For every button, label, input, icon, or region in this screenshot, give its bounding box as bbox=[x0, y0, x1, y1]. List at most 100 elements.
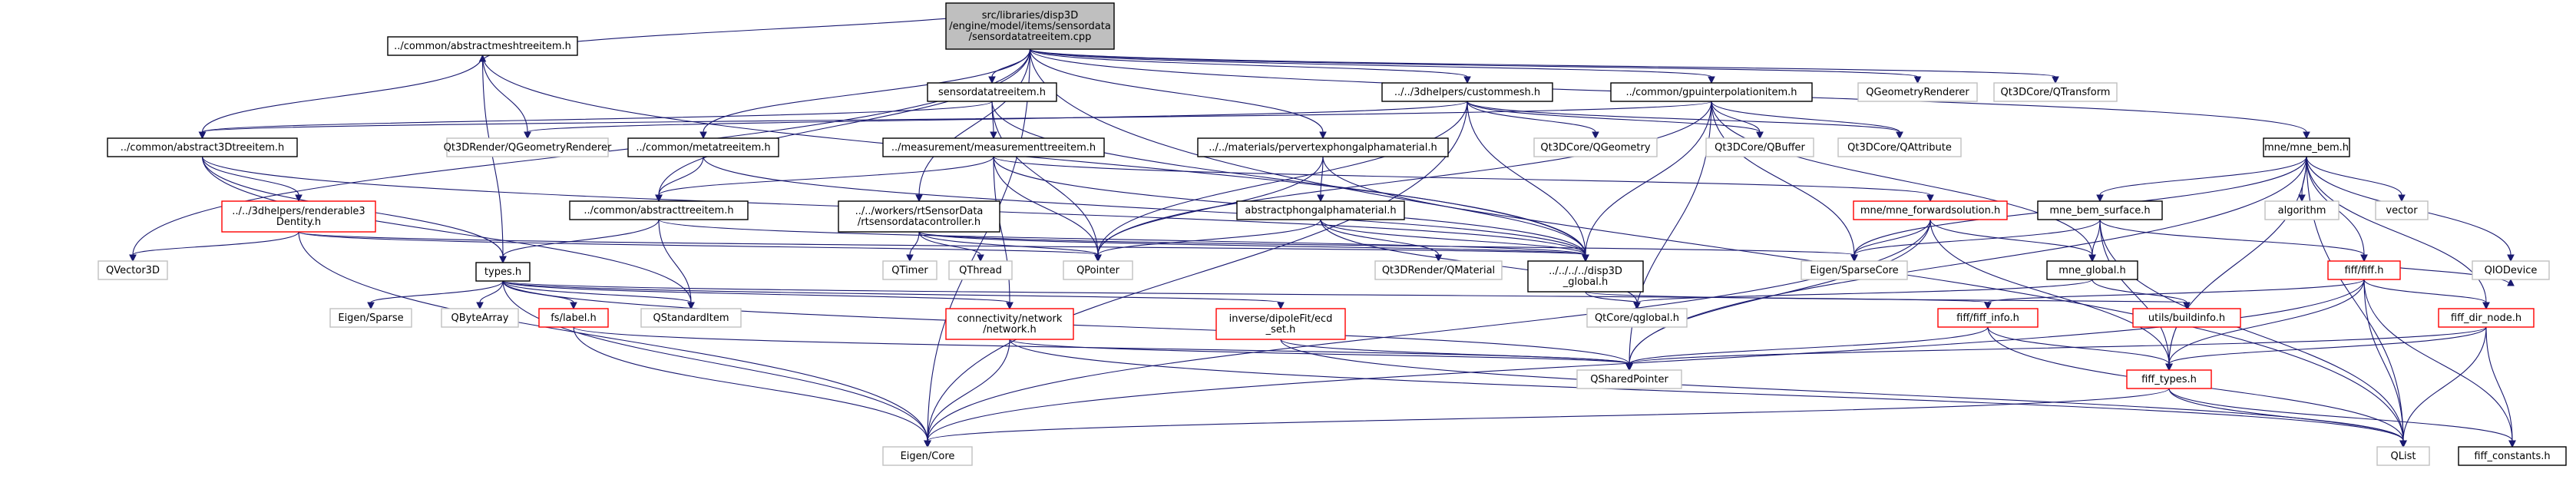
node-box bbox=[882, 137, 1105, 157]
edge-abs3d-to-qstandarditem bbox=[201, 156, 695, 310]
edge-arrowhead bbox=[924, 440, 931, 448]
node-measurement[interactable]: ../measurement/measurementtreeitem.h bbox=[882, 137, 1105, 157]
node-box bbox=[838, 200, 1000, 233]
node-fiffinfo[interactable]: fiff/fiff_info.h bbox=[1937, 308, 2039, 328]
edge-line bbox=[1629, 156, 2307, 365]
node-label: Qt3DRender/QGeometryRenderer bbox=[444, 142, 612, 154]
edge-renderable3-to-qvector3d bbox=[129, 231, 299, 263]
node-label: fiff_constants.h bbox=[2474, 451, 2550, 462]
edge-fifftypes-to-fiffconstants bbox=[2168, 388, 2516, 448]
edge-line bbox=[2363, 279, 2513, 441]
node-fifftypes[interactable]: fiff_types.h bbox=[2126, 369, 2212, 389]
node-label: ../../../../disp3D bbox=[1549, 266, 1622, 277]
node-pervertex[interactable]: ../../materials/pervertexphongalphamater… bbox=[1197, 137, 1449, 157]
node-mneglobal[interactable]: mne_global.h bbox=[2046, 260, 2138, 280]
edge-types-to-fiffinfo bbox=[502, 280, 1992, 310]
node-sensordata[interactable]: sensordatatreeitem.h bbox=[927, 82, 1057, 102]
node-box bbox=[2264, 200, 2340, 220]
edge-line bbox=[991, 101, 1586, 256]
node-types[interactable]: types.h bbox=[475, 262, 531, 282]
node-dipolefit[interactable]: inverse/dipoleFit/ecd_set.h bbox=[1215, 308, 1346, 340]
node-box bbox=[1063, 260, 1133, 280]
node-label: ../../materials/pervertexphongalphamater… bbox=[1209, 142, 1437, 154]
edge-fiffdirnode-to-fifftypes bbox=[2165, 326, 2487, 372]
node-disp3dglobal[interactable]: ../../../../disp3D_global.h bbox=[1527, 260, 1644, 293]
edge-arrowhead bbox=[906, 254, 914, 263]
edge-line bbox=[502, 280, 1010, 303]
node-mnebem[interactable]: mne/mne_bem.h bbox=[2263, 137, 2350, 157]
node-fiffdirnode[interactable]: fiff_dir_node.h bbox=[2438, 308, 2535, 328]
node-root[interactable]: src/libraries/disp3D/engine/model/items/… bbox=[945, 2, 1115, 50]
edge-bemsurface-to-fiff bbox=[2099, 219, 2368, 263]
node-buildinfo[interactable]: utils/buildinfo.h bbox=[2132, 308, 2241, 328]
edge-arrowhead bbox=[2303, 131, 2310, 140]
node-label: _set.h bbox=[1265, 324, 1296, 336]
node-gpuinterp[interactable]: ../common/gpuinterpolationitem.h bbox=[1610, 82, 1813, 102]
edge-arrowhead bbox=[1006, 302, 1014, 310]
edge-arrowhead bbox=[2507, 254, 2515, 263]
edge-line bbox=[1467, 101, 1596, 133]
node-label: fiff_types.h bbox=[2141, 374, 2197, 385]
edge-mnebem-to-vector bbox=[2306, 156, 2406, 203]
node-label: utils/buildinfo.h bbox=[2148, 312, 2225, 324]
node-box bbox=[2132, 308, 2241, 328]
edge-line bbox=[927, 48, 1031, 441]
node-label: vector bbox=[2386, 205, 2418, 217]
edge-dipolefit-to-qlist bbox=[1280, 339, 2407, 448]
edge-line bbox=[918, 231, 981, 256]
edge-line bbox=[1711, 101, 1761, 133]
node-custommesh[interactable]: ../../3dhelpers/custommesh.h bbox=[1381, 82, 1553, 102]
node-fwdsol[interactable]: mne/mne_forwardsolution.h bbox=[1853, 200, 2008, 220]
edge-root-to-custommesh bbox=[1029, 48, 1471, 84]
edge-line bbox=[993, 156, 1931, 196]
node-label: QByteArray bbox=[451, 312, 509, 324]
edge-line bbox=[2168, 388, 2404, 441]
node-box bbox=[441, 308, 519, 328]
node-box bbox=[2126, 369, 2212, 389]
edge-arrowhead bbox=[1463, 76, 1471, 84]
node-qgeomrenderer: QGeometryRenderer bbox=[1857, 82, 1978, 102]
node-fiff[interactable]: fiff/fiff.h bbox=[2327, 260, 2401, 280]
node-connectivity[interactable]: connectivity/network/network.h bbox=[945, 308, 1074, 340]
node-box bbox=[2327, 260, 2401, 280]
node-abstracttree[interactable]: ../common/abstracttreeitem.h bbox=[569, 200, 749, 220]
edge-arrowhead bbox=[915, 194, 923, 203]
edge-arrowhead bbox=[1913, 76, 1922, 84]
edge-line bbox=[1097, 219, 1321, 256]
node-fslabel[interactable]: fs/label.h bbox=[538, 308, 609, 328]
node-label: Dentity.h bbox=[276, 217, 321, 228]
edge-arrowhead bbox=[2183, 302, 2191, 310]
node-abstractphong[interactable]: abstractphongalphamaterial.h bbox=[1236, 200, 1405, 220]
node-label: /engine/model/items/sensordata bbox=[949, 21, 1111, 32]
edge-connectivity-to-qsharedpointer bbox=[1009, 339, 1633, 372]
edge-line bbox=[2168, 388, 2513, 441]
node-qpointer: QPointer bbox=[1063, 260, 1133, 280]
node-abs3d[interactable]: ../common/abstract3Dtreeitem.h bbox=[107, 137, 298, 157]
node-box bbox=[882, 260, 937, 280]
edge-line bbox=[132, 231, 299, 256]
edge-fiff-to-fiffdirnode bbox=[2363, 279, 2490, 310]
node-eigensparse: Eigen/Sparse bbox=[329, 308, 412, 328]
node-metatree[interactable]: ../common/metatreeitem.h bbox=[627, 137, 779, 157]
edge-line bbox=[2306, 156, 2402, 196]
edge-absmesh-to-abs3d bbox=[198, 55, 484, 140]
edge-arrowhead bbox=[1317, 194, 1324, 203]
edge-arrowhead bbox=[2399, 440, 2407, 448]
node-fiffconstants[interactable]: fiff_constants.h bbox=[2458, 446, 2567, 466]
edge-arrowhead bbox=[2096, 194, 2104, 203]
edge-line bbox=[201, 156, 692, 303]
node-box bbox=[1527, 260, 1644, 293]
node-bemsurface[interactable]: mne_bem_surface.h bbox=[2037, 200, 2163, 220]
node-eigensparsecore: Eigen/SparseCore bbox=[1801, 260, 1908, 280]
edge-arrowhead bbox=[1319, 131, 1327, 140]
node-rtsensor[interactable]: ../../workers/rtSensorData/rtsensordatac… bbox=[838, 200, 1000, 233]
edge-line bbox=[918, 231, 1586, 256]
node-absmesh[interactable]: ../common/abstractmeshtreeitem.h bbox=[387, 36, 578, 56]
node-label: QSharedPointer bbox=[1590, 374, 1668, 385]
node-label: ../common/gpuinterpolationitem.h bbox=[1625, 87, 1797, 98]
edge-custommesh-to-qt3drender_geomr bbox=[524, 101, 1468, 140]
edge-arrowhead bbox=[2360, 254, 2368, 263]
edge-arrowhead bbox=[687, 302, 695, 310]
edge-line bbox=[2363, 279, 2404, 441]
